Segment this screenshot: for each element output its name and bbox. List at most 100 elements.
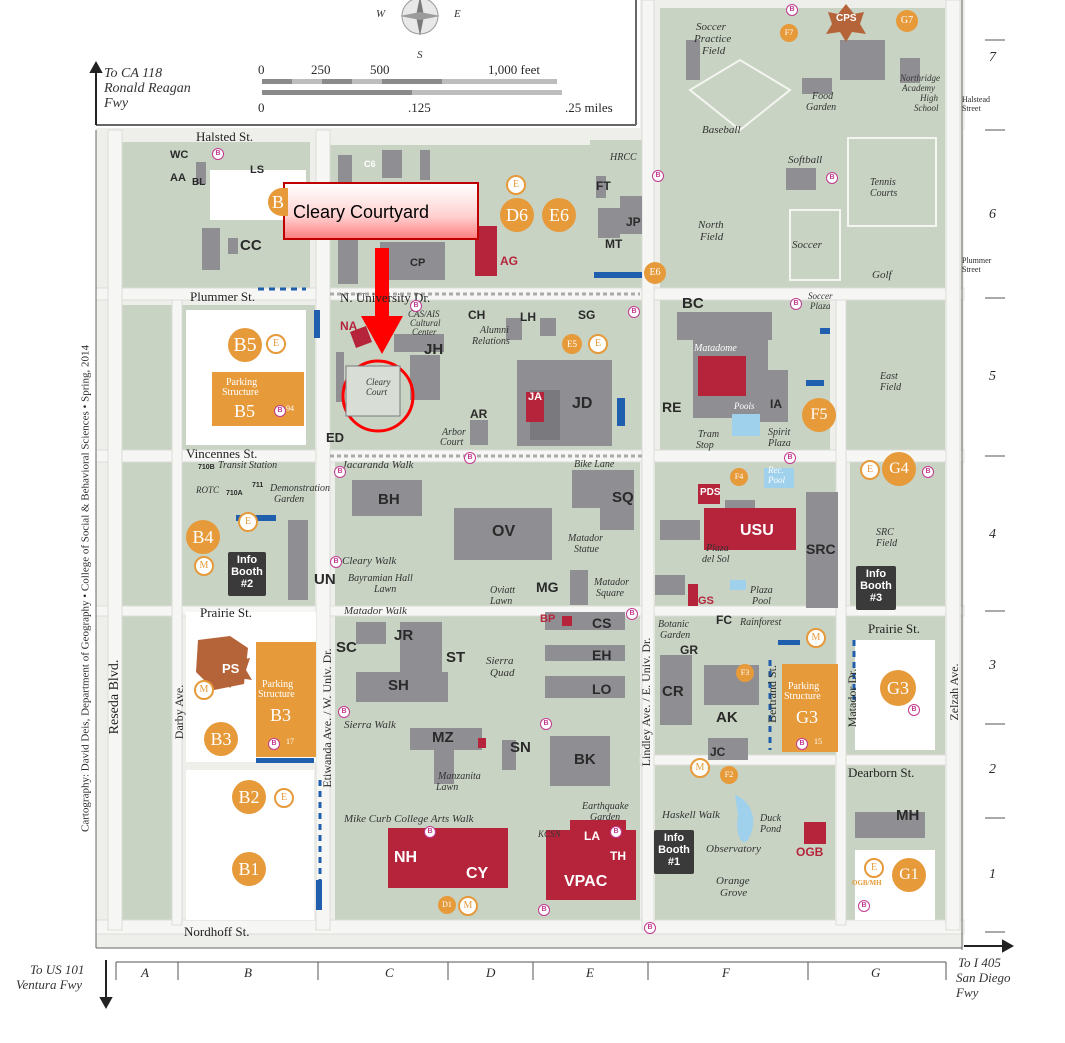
grid-row-1: 1: [989, 867, 996, 882]
callout-text: Cleary Courtyard: [293, 202, 430, 222]
bus-stop-pin: B: [330, 556, 342, 568]
info-booth-1[interactable]: Info Booth #1: [654, 830, 694, 874]
place-haskell-walk: Haskell Walk: [662, 809, 720, 821]
lot-f3[interactable]: F3: [736, 664, 754, 682]
street-halstead-1: Halstead: [962, 95, 990, 104]
bldg-jh: JH: [424, 341, 444, 358]
lot-f4[interactable]: F4: [730, 468, 748, 486]
bldg-cc: CC: [240, 237, 262, 254]
lot-g7[interactable]: G7: [896, 10, 918, 32]
lot-d6[interactable]: D6: [500, 198, 534, 232]
dir-ca118-2: Ronald Reagan: [104, 81, 191, 96]
info-booth-2-l2: Booth: [231, 566, 263, 578]
lot-e5[interactable]: E5: [562, 334, 582, 354]
bldg-ar: AR: [470, 407, 488, 421]
compass-w: W: [376, 8, 386, 20]
bldg-na: NA: [340, 319, 358, 333]
lot-g1-e: E: [864, 858, 884, 878]
place-tram-stop-1: Tram: [698, 429, 720, 440]
lot-g3-m: M: [806, 628, 826, 648]
struct-b5-2: Structure: [222, 387, 259, 398]
place-matador-square-2: Square: [596, 588, 624, 599]
bus-stop-pin: B: [786, 4, 798, 16]
lot-f2[interactable]: F2: [720, 766, 738, 784]
lot-b6[interactable]: B: [268, 188, 288, 216]
bldg-ed: ED: [326, 430, 345, 445]
dir-ca118-1: To CA 118: [104, 66, 163, 81]
dir-i405-2: San Diego: [956, 970, 1011, 985]
legend-inset: [96, 0, 636, 125]
place-rainforest: Rainforest: [740, 617, 782, 628]
lot-g4[interactable]: G4: [882, 452, 916, 486]
bldg-vpac: VPAC: [564, 873, 608, 890]
lot-g3[interactable]: G3: [880, 670, 916, 706]
bldg-la: LA: [584, 829, 600, 843]
place-mike-curb-walk: Mike Curb College Arts Walk: [344, 813, 474, 825]
callout-arrow: [361, 248, 403, 354]
bldg-mh: MH: [896, 807, 920, 824]
place-cas-3: Center: [412, 327, 437, 337]
street-halstead-2: Street: [962, 104, 981, 113]
place-duck-pond-1: Duck: [760, 813, 782, 824]
place-spirit-plaza-2: Plaza: [768, 438, 791, 449]
bldg-th: TH: [610, 849, 626, 863]
place-orange-grove-2: Grove: [720, 887, 748, 899]
street-vincennes: Vincennes St.: [186, 446, 258, 461]
bldg-jr: JR: [394, 627, 414, 644]
place-arbor-court-2: Court: [440, 437, 464, 448]
water-features: [730, 414, 794, 842]
place-academy-2: Academy: [902, 83, 935, 93]
bus-stop-pin: B: [908, 704, 920, 716]
bus-stop-pin: B: [922, 466, 934, 478]
lot-b3[interactable]: B3: [204, 722, 238, 756]
place-matador-square-1: Matador: [594, 577, 629, 588]
place-earthquake-2: Garden: [590, 812, 621, 823]
bus-stop-pin: B: [338, 706, 350, 718]
place-pools: Pools: [734, 401, 755, 411]
lot-e6[interactable]: E6: [542, 198, 576, 232]
grid-row-4: 4: [989, 527, 996, 542]
bus-stop-pin: B: [790, 298, 802, 310]
grid-row-3: 3: [989, 658, 996, 673]
lot-b1[interactable]: B1: [232, 852, 266, 886]
lot-b2[interactable]: B2: [232, 780, 266, 814]
info-booth-3-l2: Booth: [860, 580, 892, 592]
grid-row-2: 2: [989, 762, 996, 777]
info-booth-2-l3: #2: [240, 578, 254, 590]
lot-f7[interactable]: F7: [780, 24, 798, 42]
street-darby: Darby Ave.: [172, 684, 186, 740]
bldg-bh: BH: [378, 491, 400, 508]
bus-stop-pin: B: [424, 826, 436, 838]
lot-g1[interactable]: G1: [892, 858, 926, 892]
lot-b5[interactable]: B5: [228, 328, 262, 362]
place-academy-1: Northridge: [900, 73, 941, 83]
place-matador-statue-2: Statue: [574, 544, 599, 555]
lot-d1[interactable]: D1: [438, 896, 456, 914]
direction-arrows: [89, 60, 1015, 1010]
cps-building: [826, 4, 866, 42]
place-cleary-walk: Cleary Walk: [342, 555, 397, 567]
lot-f5[interactable]: F5: [802, 398, 836, 432]
lot-e6-small[interactable]: E6: [644, 262, 666, 284]
bldg-ogb: OGB: [796, 845, 824, 859]
place-oviatt-lawn-2: Lawn: [490, 596, 513, 607]
lot-e5-e: E: [588, 334, 608, 354]
compass-s: S: [417, 49, 423, 61]
place-earthquake-1: Earthquake: [582, 801, 629, 812]
bldg-ls: LS: [250, 164, 265, 176]
bldg-bl: BL: [192, 177, 206, 188]
place-rec-pool-2: Pool: [768, 475, 785, 485]
info-booth-3[interactable]: Info Booth #3: [856, 566, 896, 610]
lot-b4[interactable]: B4: [186, 520, 220, 554]
info-booth-2[interactable]: Info Booth #2: [228, 552, 266, 596]
bldg-sn: SN: [510, 739, 531, 756]
bldg-gr: GR: [680, 643, 698, 657]
place-alumni-2: Relations: [472, 336, 510, 347]
scale-feet-1000: 1,000 feet: [488, 62, 540, 77]
bldg-src: SRC: [806, 541, 836, 557]
grid-row-5: 5: [989, 369, 996, 384]
bldg-mg: MG: [536, 579, 559, 595]
lot-b4-e: E: [238, 512, 258, 532]
grid-col-f: F: [722, 965, 730, 980]
lot-d6-e: E: [506, 175, 526, 195]
